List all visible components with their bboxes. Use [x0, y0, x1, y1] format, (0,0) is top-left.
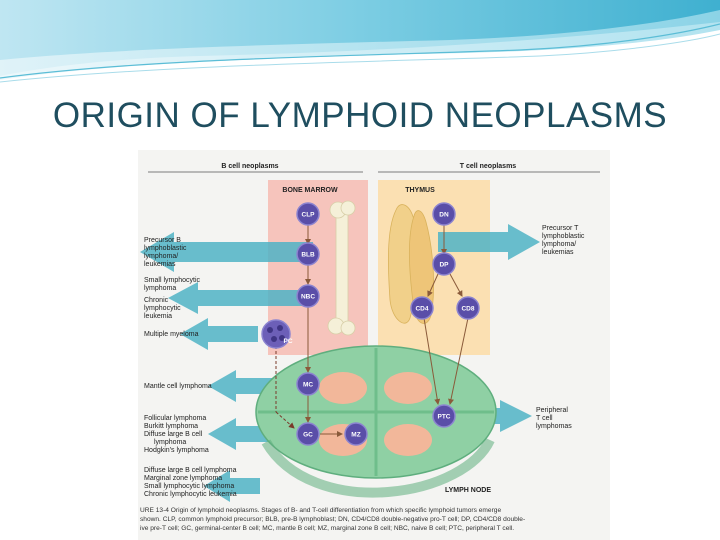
caption-line-3: ive pre-T cell; GC, germinal-center B ce… [140, 525, 514, 532]
label-gc-line-5: Hodgkin's lymphoma [144, 447, 209, 454]
label-precursor-b-line-2: lymphoblastic [144, 245, 187, 252]
label-gc-line-2: Burkitt lymphoma [144, 423, 198, 430]
label-gc-group: Follicular lymphoma Burkitt lymphoma Dif… [144, 415, 209, 454]
b-cell-header: B cell neoplasms [221, 163, 278, 170]
label-chronic-leukemia: Chronic lymphocytic leukemia [144, 297, 181, 320]
thymus-label: THYMUS [405, 187, 435, 194]
label-peripheral-t-line-3: lymphomas [536, 423, 572, 430]
lymph-node-label: LYMPH NODE [445, 487, 491, 494]
cell-nbc-label: NBC [301, 294, 315, 301]
cell-mz: MZ [344, 422, 368, 446]
cell-clp-label: CLP [302, 212, 316, 219]
caption-line-1: URE 13-4 Origin of lymphoid neoplasms. S… [140, 507, 501, 514]
caption-line-2: shown. CLP, common lymphoid precursor; B… [140, 516, 525, 523]
label-mantle-cell: Mantle cell lymphoma [144, 383, 212, 390]
label-mz-line-2: Marginal zone lymphoma [144, 475, 222, 482]
cell-mc-label: MC [303, 382, 313, 389]
cell-gc-label: GC [303, 432, 313, 439]
label-gc-line-4: lymphoma [154, 439, 186, 446]
cell-nbc: NBC [296, 284, 320, 308]
label-peripheral-t: Peripheral T cell lymphomas [536, 407, 572, 430]
label-chronic-line-3: leukemia [144, 313, 172, 320]
cell-gc: GC [296, 422, 320, 446]
label-multiple-myeloma: Multiple myeloma [144, 331, 199, 338]
cell-pc-label: PC [283, 338, 292, 345]
cell-cd8-label: CD8 [461, 306, 474, 313]
cell-dn-label: DN [439, 212, 449, 219]
bone-illustration [327, 200, 356, 336]
cell-blb: BLB [296, 242, 320, 266]
label-mz-line-4: Chronic lymphocytic leukemia [144, 491, 237, 498]
label-precursor-t-line-4: leukemias [542, 249, 574, 256]
cell-mz-label: MZ [351, 432, 360, 439]
label-chronic-line-1: Chronic [144, 297, 169, 304]
cell-clp: CLP [296, 202, 320, 226]
label-precursor-t-line-2: lymphoblastic [542, 233, 585, 240]
cell-dp-label: DP [439, 262, 449, 269]
cell-ptc-label: PTC [438, 414, 451, 421]
label-precursor-t: Precursor T lymphoblastic lymphoma/ leuk… [542, 225, 585, 256]
cell-cd8: CD8 [456, 296, 480, 320]
lymphoid-origin-figure: B cell neoplasms T cell neoplasms BONE M… [138, 150, 610, 540]
label-chronic-line-2: lymphocytic [144, 305, 181, 312]
label-precursor-b-line-3: lymphoma/ [144, 253, 178, 260]
figure-svg: B cell neoplasms T cell neoplasms BONE M… [138, 150, 610, 540]
t-cell-header: T cell neoplasms [460, 163, 517, 170]
cell-dp: DP [432, 252, 456, 276]
label-mz-line-1: Diffuse large B cell lymphoma [144, 467, 237, 474]
cell-ptc: PTC [432, 404, 456, 428]
label-precursor-t-line-1: Precursor T [542, 225, 579, 232]
header-wave-banner [0, 0, 720, 83]
label-precursor-b-line-1: Precursor B [144, 237, 181, 244]
label-mz-group: Diffuse large B cell lymphoma Marginal z… [144, 467, 237, 498]
bone-marrow-label: BONE MARROW [282, 187, 338, 194]
label-small-lymphocytic-line-2: lymphoma [144, 285, 176, 292]
cell-blb-label: BLB [301, 252, 315, 259]
label-precursor-b: Precursor B lymphoblastic lymphoma/ leuk… [144, 237, 187, 268]
cell-cd4-label: CD4 [415, 306, 428, 313]
label-gc-line-3: Diffuse large B cell [144, 431, 203, 438]
cell-dn: DN [432, 202, 456, 226]
label-precursor-t-line-3: lymphoma/ [542, 241, 576, 248]
label-small-lymphocytic-line-1: Small lymphocytic [144, 277, 201, 284]
differentiation-arrows [275, 224, 469, 437]
cell-pc: PC [261, 319, 293, 349]
cell-cd4: CD4 [410, 296, 434, 320]
lymph-node-illustration [255, 345, 497, 498]
figure-caption: URE 13-4 Origin of lymphoid neoplasms. S… [140, 507, 525, 532]
label-precursor-b-line-4: leukemias [144, 261, 176, 268]
label-peripheral-t-line-2: T cell [536, 415, 553, 422]
label-gc-line-1: Follicular lymphoma [144, 415, 206, 422]
cell-mc: MC [296, 372, 320, 396]
label-peripheral-t-line-1: Peripheral [536, 407, 568, 414]
slide-title: ORIGIN OF LYMPHOID NEOPLASMS [52, 96, 668, 135]
label-mz-line-3: Small lymphocytic lymphoma [144, 483, 234, 490]
label-small-lymphocytic: Small lymphocytic lymphoma [144, 277, 201, 292]
